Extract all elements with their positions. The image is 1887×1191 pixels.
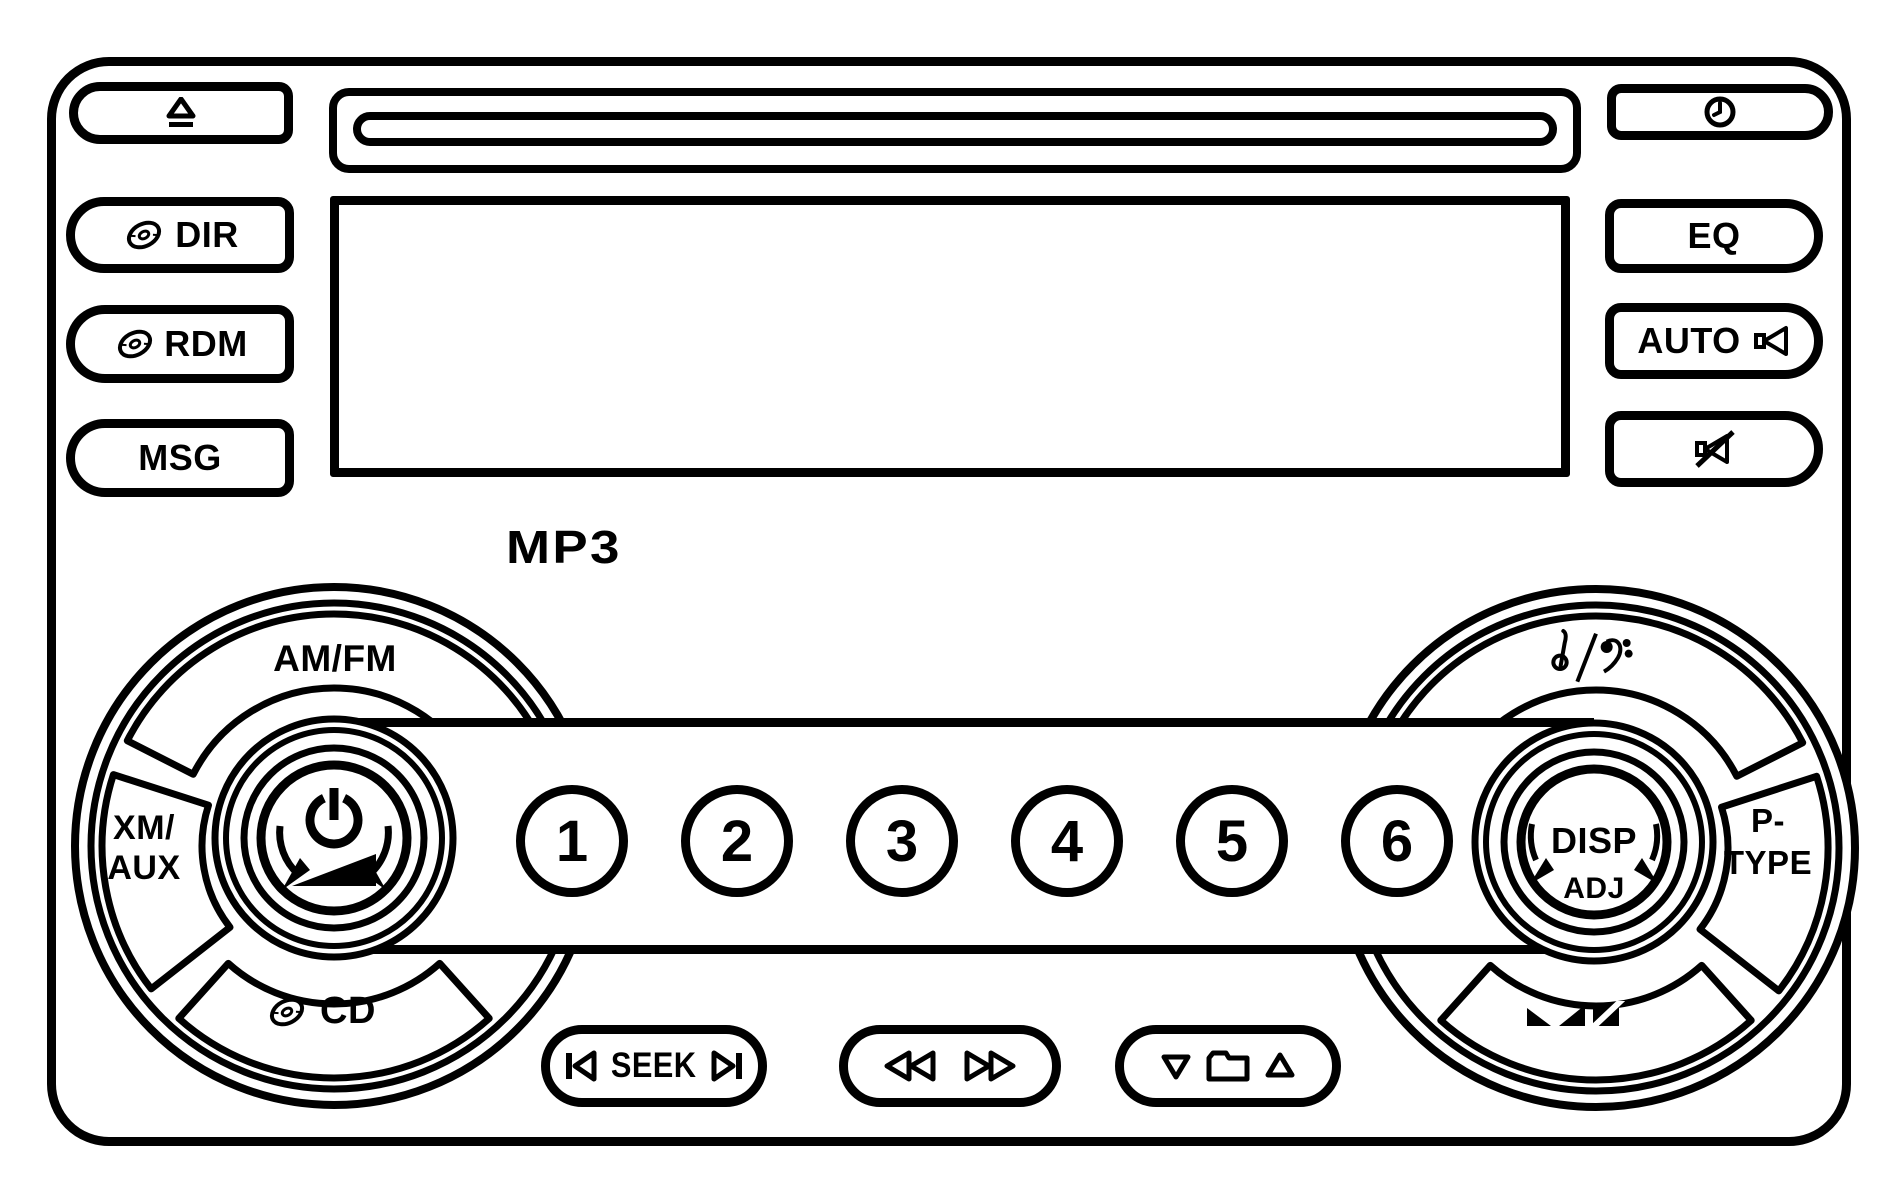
cd-icon	[118, 329, 153, 359]
folder-button[interactable]	[1115, 1025, 1341, 1107]
xm-aux-label[interactable]: XM/ AUX	[107, 809, 181, 887]
mp3-logo: MP3	[506, 521, 622, 573]
left-dial	[71, 583, 597, 1109]
adj-label[interactable]: ADJ	[1563, 872, 1625, 905]
msg-button[interactable]: MSG	[66, 419, 294, 497]
next-track-icon	[711, 1050, 742, 1082]
rewind-icon	[884, 1050, 936, 1082]
adj-left-arrowhead-icon	[1530, 858, 1554, 884]
volume-wedge-icon	[292, 854, 376, 886]
speaker-icon	[1753, 326, 1788, 356]
cd-icon	[127, 220, 162, 250]
preset-button-4[interactable]: 4	[1011, 785, 1123, 897]
previous-track-icon	[566, 1050, 597, 1082]
power-volume-knob[interactable]	[204, 708, 464, 968]
display-screen	[330, 196, 1570, 477]
mute-speaker-icon	[1695, 430, 1735, 468]
disp-label[interactable]: DISP	[1550, 820, 1638, 861]
adj-right-arrowhead-icon	[1634, 858, 1658, 884]
rdm-label: RDM	[164, 323, 248, 364]
msg-label: MSG	[138, 437, 222, 478]
rotate-right-arrow-icon	[1649, 823, 1661, 862]
music-clef-icon[interactable]	[1540, 624, 1640, 686]
dir-button[interactable]: DIR	[66, 197, 294, 273]
preset-button-6[interactable]: 6	[1341, 785, 1453, 897]
eq-label: EQ	[1687, 215, 1741, 256]
auto-button[interactable]: AUTO	[1605, 303, 1823, 379]
eject-icon	[166, 97, 196, 127]
eject-button[interactable]	[69, 82, 293, 144]
preset-button-3[interactable]: 3	[846, 785, 958, 897]
folder-icon	[1206, 1050, 1250, 1082]
clock-button[interactable]	[1607, 84, 1833, 140]
mute-button[interactable]	[1605, 411, 1823, 487]
seek-label: SEEK	[611, 1046, 697, 1085]
cd-mode-button[interactable]	[175, 959, 493, 1082]
rdm-button[interactable]: RDM	[66, 305, 294, 383]
xm-aux-button[interactable]	[98, 771, 234, 993]
cd-mode-label: CD	[320, 990, 376, 1032]
power-icon	[305, 788, 363, 849]
eq-button[interactable]: EQ	[1605, 199, 1823, 273]
cd-slot-opening	[353, 112, 1557, 146]
music-category-button[interactable]	[1385, 612, 1807, 780]
seek-button[interactable]: SEEK	[541, 1025, 767, 1107]
rotate-left-arrowhead-icon	[282, 858, 310, 890]
rewind-fast-forward-button[interactable]	[839, 1025, 1061, 1107]
folder-down-icon	[1161, 1054, 1191, 1080]
rotate-left-arrow-icon	[1527, 823, 1539, 862]
fast-forward-icon	[964, 1050, 1016, 1082]
auto-label: AUTO	[1637, 320, 1741, 361]
preset-button-1[interactable]: 1	[516, 785, 628, 897]
balance-fade-icon[interactable]	[1525, 1001, 1629, 1029]
p-type-button[interactable]	[1696, 772, 1832, 995]
disp-adj-knob[interactable]	[1464, 712, 1724, 972]
p-type-label[interactable]: P- TYPE	[1723, 802, 1813, 881]
cd-mode-label-group[interactable]: CD	[235, 990, 405, 1033]
am-fm-label[interactable]: AM/FM	[273, 638, 397, 679]
cd-icon	[270, 997, 305, 1026]
folder-up-icon	[1265, 1052, 1295, 1078]
preset-button-5[interactable]: 5	[1176, 785, 1288, 897]
clock-icon	[1704, 96, 1736, 128]
preset-button-2[interactable]: 2	[681, 785, 793, 897]
dir-label: DIR	[175, 214, 239, 255]
